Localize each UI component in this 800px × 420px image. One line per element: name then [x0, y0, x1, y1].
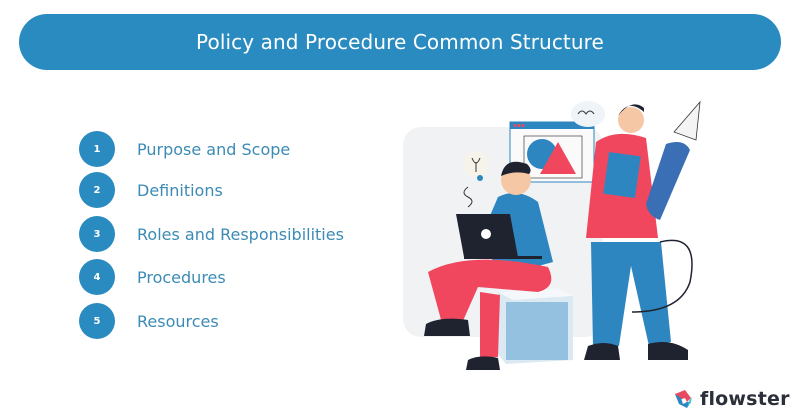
list-item: 4 Procedures: [79, 259, 226, 295]
step-number-badge: 5: [79, 303, 115, 339]
list-item: 1 Purpose and Scope: [79, 131, 290, 167]
step-number-badge: 4: [79, 259, 115, 295]
list-item: 2 Definitions: [79, 172, 223, 208]
flowster-logo: flowster: [672, 388, 790, 410]
list-item-label: Roles and Responsibilities: [137, 224, 344, 244]
list-item-label: Definitions: [137, 180, 223, 200]
list-item-label: Procedures: [137, 267, 226, 287]
list-item: 3 Roles and Responsibilities: [79, 216, 344, 252]
brand-name: flowster: [700, 388, 790, 410]
list-item: 5 Resources: [79, 303, 219, 339]
team-illustration: [403, 100, 701, 370]
step-number-badge: 1: [79, 131, 115, 167]
step-number-badge: 2: [79, 172, 115, 208]
step-number-badge: 3: [79, 216, 115, 252]
title-banner: Policy and Procedure Common Structure: [19, 14, 781, 70]
list-item-label: Resources: [137, 311, 219, 331]
page-title: Policy and Procedure Common Structure: [196, 30, 604, 54]
list-item-label: Purpose and Scope: [137, 139, 291, 159]
flowster-logo-icon: [675, 390, 692, 408]
